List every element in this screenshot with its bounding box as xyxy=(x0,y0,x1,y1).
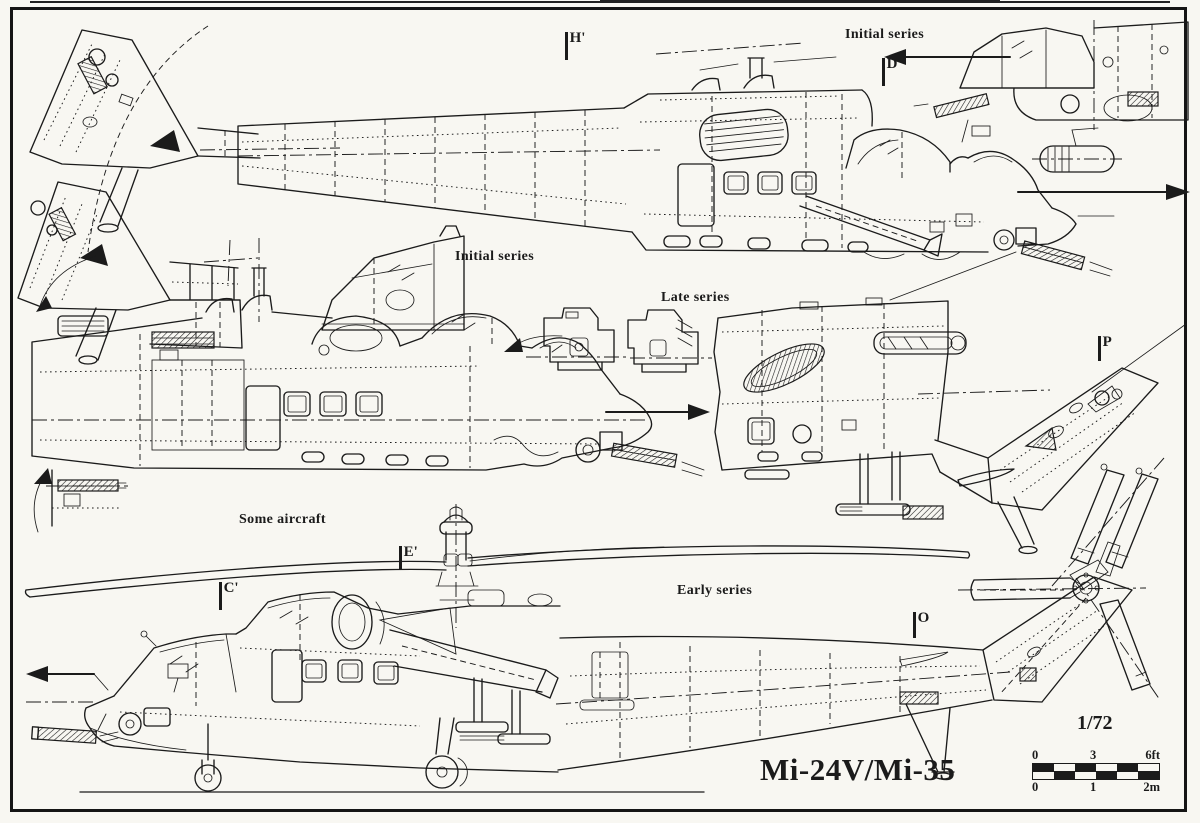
section-tick xyxy=(1098,336,1101,361)
scale-bar-row-meters xyxy=(1033,771,1159,779)
mid-side-view xyxy=(31,238,710,477)
scale-bar-meter-labels: 0 1 2m xyxy=(1032,780,1160,795)
late-series-view xyxy=(713,251,1017,516)
top-right-nose-detail xyxy=(884,20,1189,143)
scale-bar-feet-labels: 0 3 6ft xyxy=(1032,748,1160,763)
scale-tick-label: 0 xyxy=(1032,748,1039,762)
section-label: P xyxy=(1102,334,1112,350)
section-tick xyxy=(565,32,568,60)
scale-tick-label: 6ft xyxy=(1145,748,1160,762)
late-tail-fin-view xyxy=(902,323,1187,587)
section-marker-e-prime: E' xyxy=(399,544,418,570)
gearbox-detail-2 xyxy=(504,309,712,373)
section-tick xyxy=(882,58,885,86)
scale-bar-bars xyxy=(1032,763,1160,780)
drawing-scale-note: 1/72 xyxy=(1077,712,1113,734)
scale-bar: 0 3 6ft 0 1 2m xyxy=(1032,748,1160,795)
scan-artifact-line xyxy=(600,0,1000,3)
section-tick xyxy=(399,546,402,570)
canopy-detail-initial-series xyxy=(321,225,465,331)
section-tick xyxy=(913,612,916,638)
annotation-initial-series-top: Initial series xyxy=(845,27,925,42)
bottom-side-view xyxy=(24,504,1161,793)
section-marker-o: O xyxy=(913,610,930,638)
section-tick xyxy=(219,582,222,610)
section-marker-p: P xyxy=(1098,334,1112,361)
scale-tick-label: 3 xyxy=(1090,748,1097,762)
gearbox-detail-1 xyxy=(526,307,626,371)
scale-tick-label: 0 xyxy=(1032,780,1039,794)
scale-tick-label: 1 xyxy=(1090,780,1097,794)
tail-fin-detail-upper xyxy=(29,25,341,253)
tail-fin-detail-lower xyxy=(17,181,259,365)
scale-tick-label: 2m xyxy=(1143,780,1160,794)
annotation-some-aircraft: Some aircraft xyxy=(239,512,326,527)
section-label: O xyxy=(917,610,930,626)
top-side-view xyxy=(237,42,1190,277)
annotation-early-series: Early series xyxy=(677,583,753,598)
scale-bar-row-feet xyxy=(1033,764,1159,771)
section-label: E' xyxy=(403,544,418,560)
section-marker-c-prime: C' xyxy=(219,580,239,610)
section-marker-d-prime: D' xyxy=(882,56,902,86)
section-label: C' xyxy=(223,580,239,596)
section-label: D' xyxy=(886,56,902,72)
section-label: H' xyxy=(569,30,586,46)
gun-detail xyxy=(33,468,128,533)
drawing-title: Mi-24V/Mi-35 xyxy=(760,752,956,787)
annotation-late-series: Late series xyxy=(661,290,730,305)
section-marker-h-prime: H' xyxy=(565,30,586,60)
annotation-initial-series-mid: Initial series xyxy=(455,249,535,264)
